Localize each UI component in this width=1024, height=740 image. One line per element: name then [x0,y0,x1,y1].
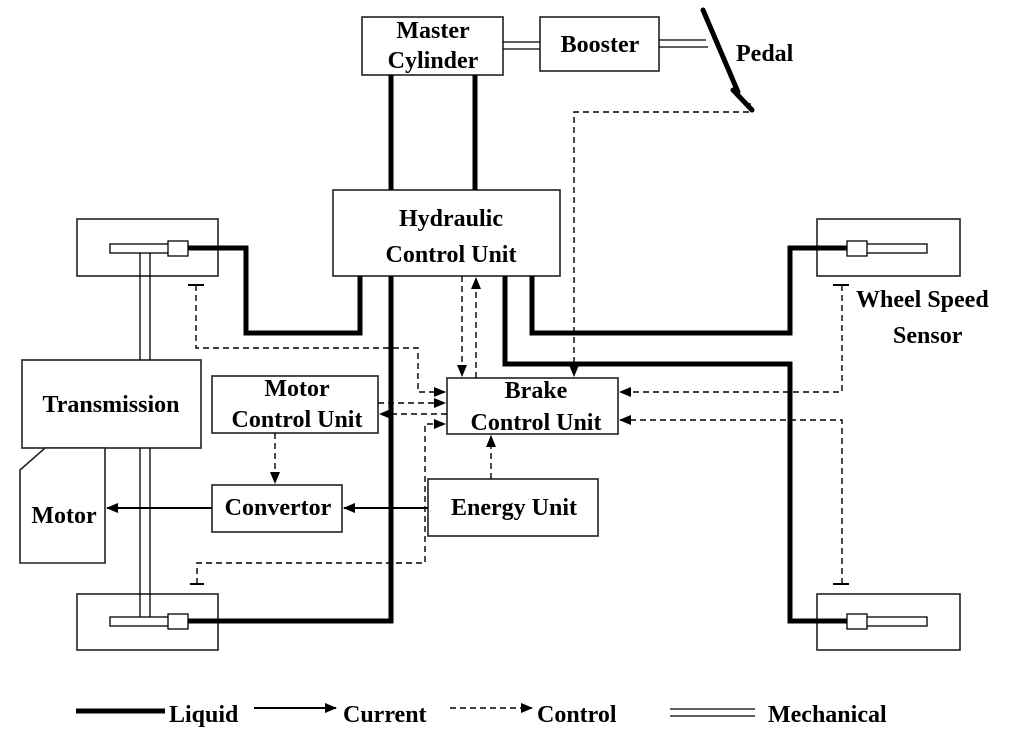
control-lines [195,103,843,584]
motor-control-unit-box: Motor Control Unit [211,375,379,434]
hydraulic-label-1: Hydraulic [399,206,503,232]
motor-label: Motor [31,503,97,529]
booster-box: Booster [539,16,660,72]
legend-control: Control [450,702,617,728]
wheel-speed-label-2: Sensor [893,323,963,349]
wheel-rear-left [76,593,219,651]
legend-liquid: Liquid [76,702,239,728]
booster-label: Booster [561,32,640,58]
convertor-label: Convertor [225,495,332,521]
brake-control-unit-box: Brake Control Unit [446,377,619,436]
hydraulic-label-2: Control Unit [386,242,517,268]
legend-mechanical-label: Mechanical [768,702,887,728]
motor-control-label-1: Motor [264,376,330,402]
legend: Liquid Current Control Mechanical [76,702,887,728]
wheel-front-right [816,218,961,277]
transmission-label: Transmission [43,392,180,418]
legend-mechanical: Mechanical [670,702,887,728]
master-cylinder-label-2: Cylinder [388,48,479,74]
hydraulic-control-unit-box: Hydraulic Control Unit [332,189,561,277]
energy-unit-box: Energy Unit [427,478,599,537]
mechanical-links [139,39,708,617]
liquid-lines [188,75,847,624]
master-cylinder-box: Master Cylinder [361,16,504,76]
transmission-box: Transmission [21,359,202,449]
wheel-speed-sensor-label: Wheel Speed Sensor [856,287,989,349]
master-cylinder-label-1: Master [396,18,470,44]
motor-box: Motor [19,447,106,564]
pedal-label: Pedal [736,41,794,67]
convertor-box: Convertor [211,484,343,533]
brake-control-label-1: Brake [505,378,568,404]
pedal: Pedal [700,7,794,113]
legend-current-label: Current [343,702,427,728]
brake-control-label-2: Control Unit [471,410,602,436]
legend-liquid-label: Liquid [169,702,239,728]
legend-control-label: Control [537,702,617,728]
wheel-speed-label-1: Wheel Speed [856,287,989,313]
energy-unit-label: Energy Unit [451,495,577,521]
motor-control-label-2: Control Unit [232,407,363,433]
legend-current: Current [254,702,427,728]
